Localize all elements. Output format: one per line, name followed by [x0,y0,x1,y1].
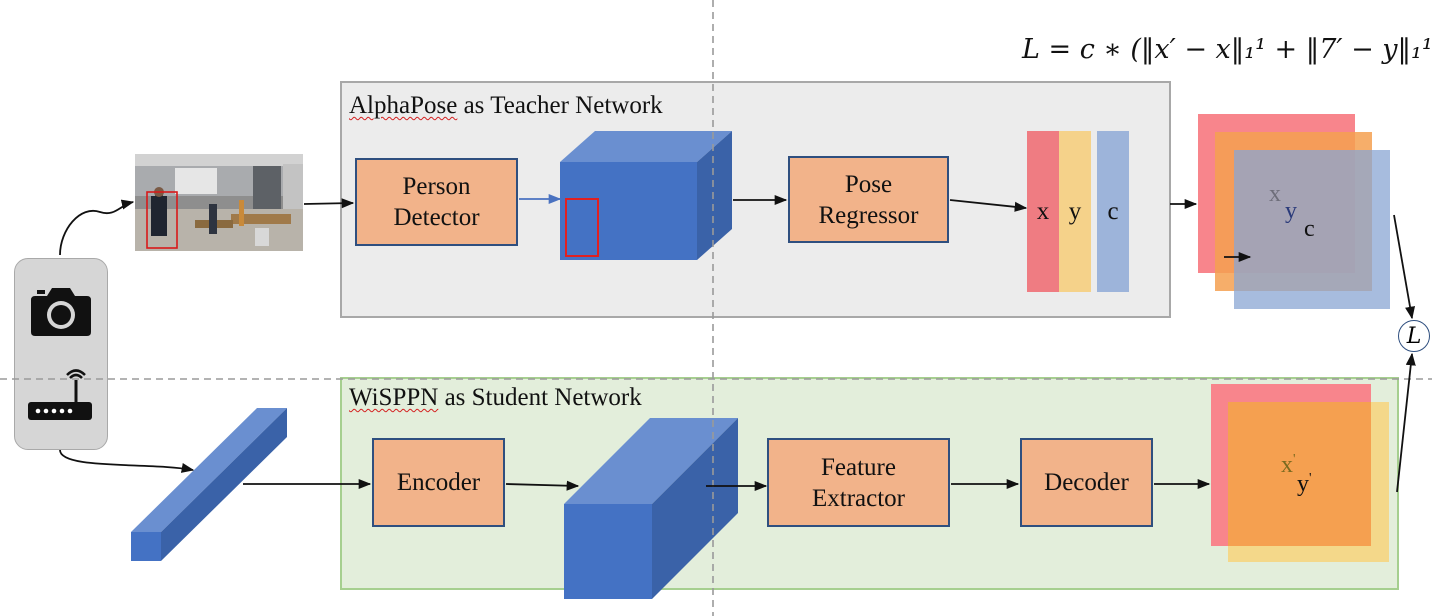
y-output-bar: y [1059,131,1091,292]
loss-node: L [1398,320,1430,352]
teacher-network-title: AlphaPose as Teacher Network [349,92,663,119]
student-network-title: WiSPPN as Student Network [349,384,642,411]
loss-formula: L = c ∗ (‖x′ − x‖₁¹ + ‖7′ − y‖₁¹) [1022,34,1432,65]
person-detector-box: Person Detector [355,158,518,246]
encoder-to-cube-arrow [505,480,580,491]
camera-icon [31,288,91,336]
image-to-detector-arrow [303,198,355,209]
student-y-symbol: y' [1297,471,1312,497]
decoder-box: Decoder [1020,438,1153,527]
student-feature-cube [564,418,738,599]
teacher-c-symbol: c [1304,216,1315,242]
camera-to-image-arrow [59,199,135,256]
x-output-bar: x [1027,131,1059,292]
csi-input-bar [131,408,287,561]
wisppn-label: WiSPPN [349,384,439,411]
teacher-feature-cube [560,131,732,260]
student-overlap-heatmap [1228,402,1371,546]
teacher-x-symbol: x [1269,181,1281,207]
regressor-to-bars-arrow [949,199,1028,212]
wifi-router-icon [28,369,92,420]
teacher-c-heatmap [1234,150,1390,309]
pose-regressor-box: Pose Regressor [788,156,949,243]
loss-symbol: L [1406,323,1422,349]
alphapose-label: AlphaPose [349,92,458,119]
teacher-to-loss-arrow [1393,214,1416,320]
router-to-csi-arrow [59,449,195,473]
encoder-box: Encoder [372,438,505,527]
teacher-y-symbol: y [1285,198,1297,224]
student-to-loss-arrow [1396,352,1416,493]
student-x-symbol: x' [1281,452,1296,478]
c-output-bar: c [1097,131,1129,292]
feature-extractor-box: Feature Extractor [767,438,950,527]
camera-frame-image [135,154,303,251]
